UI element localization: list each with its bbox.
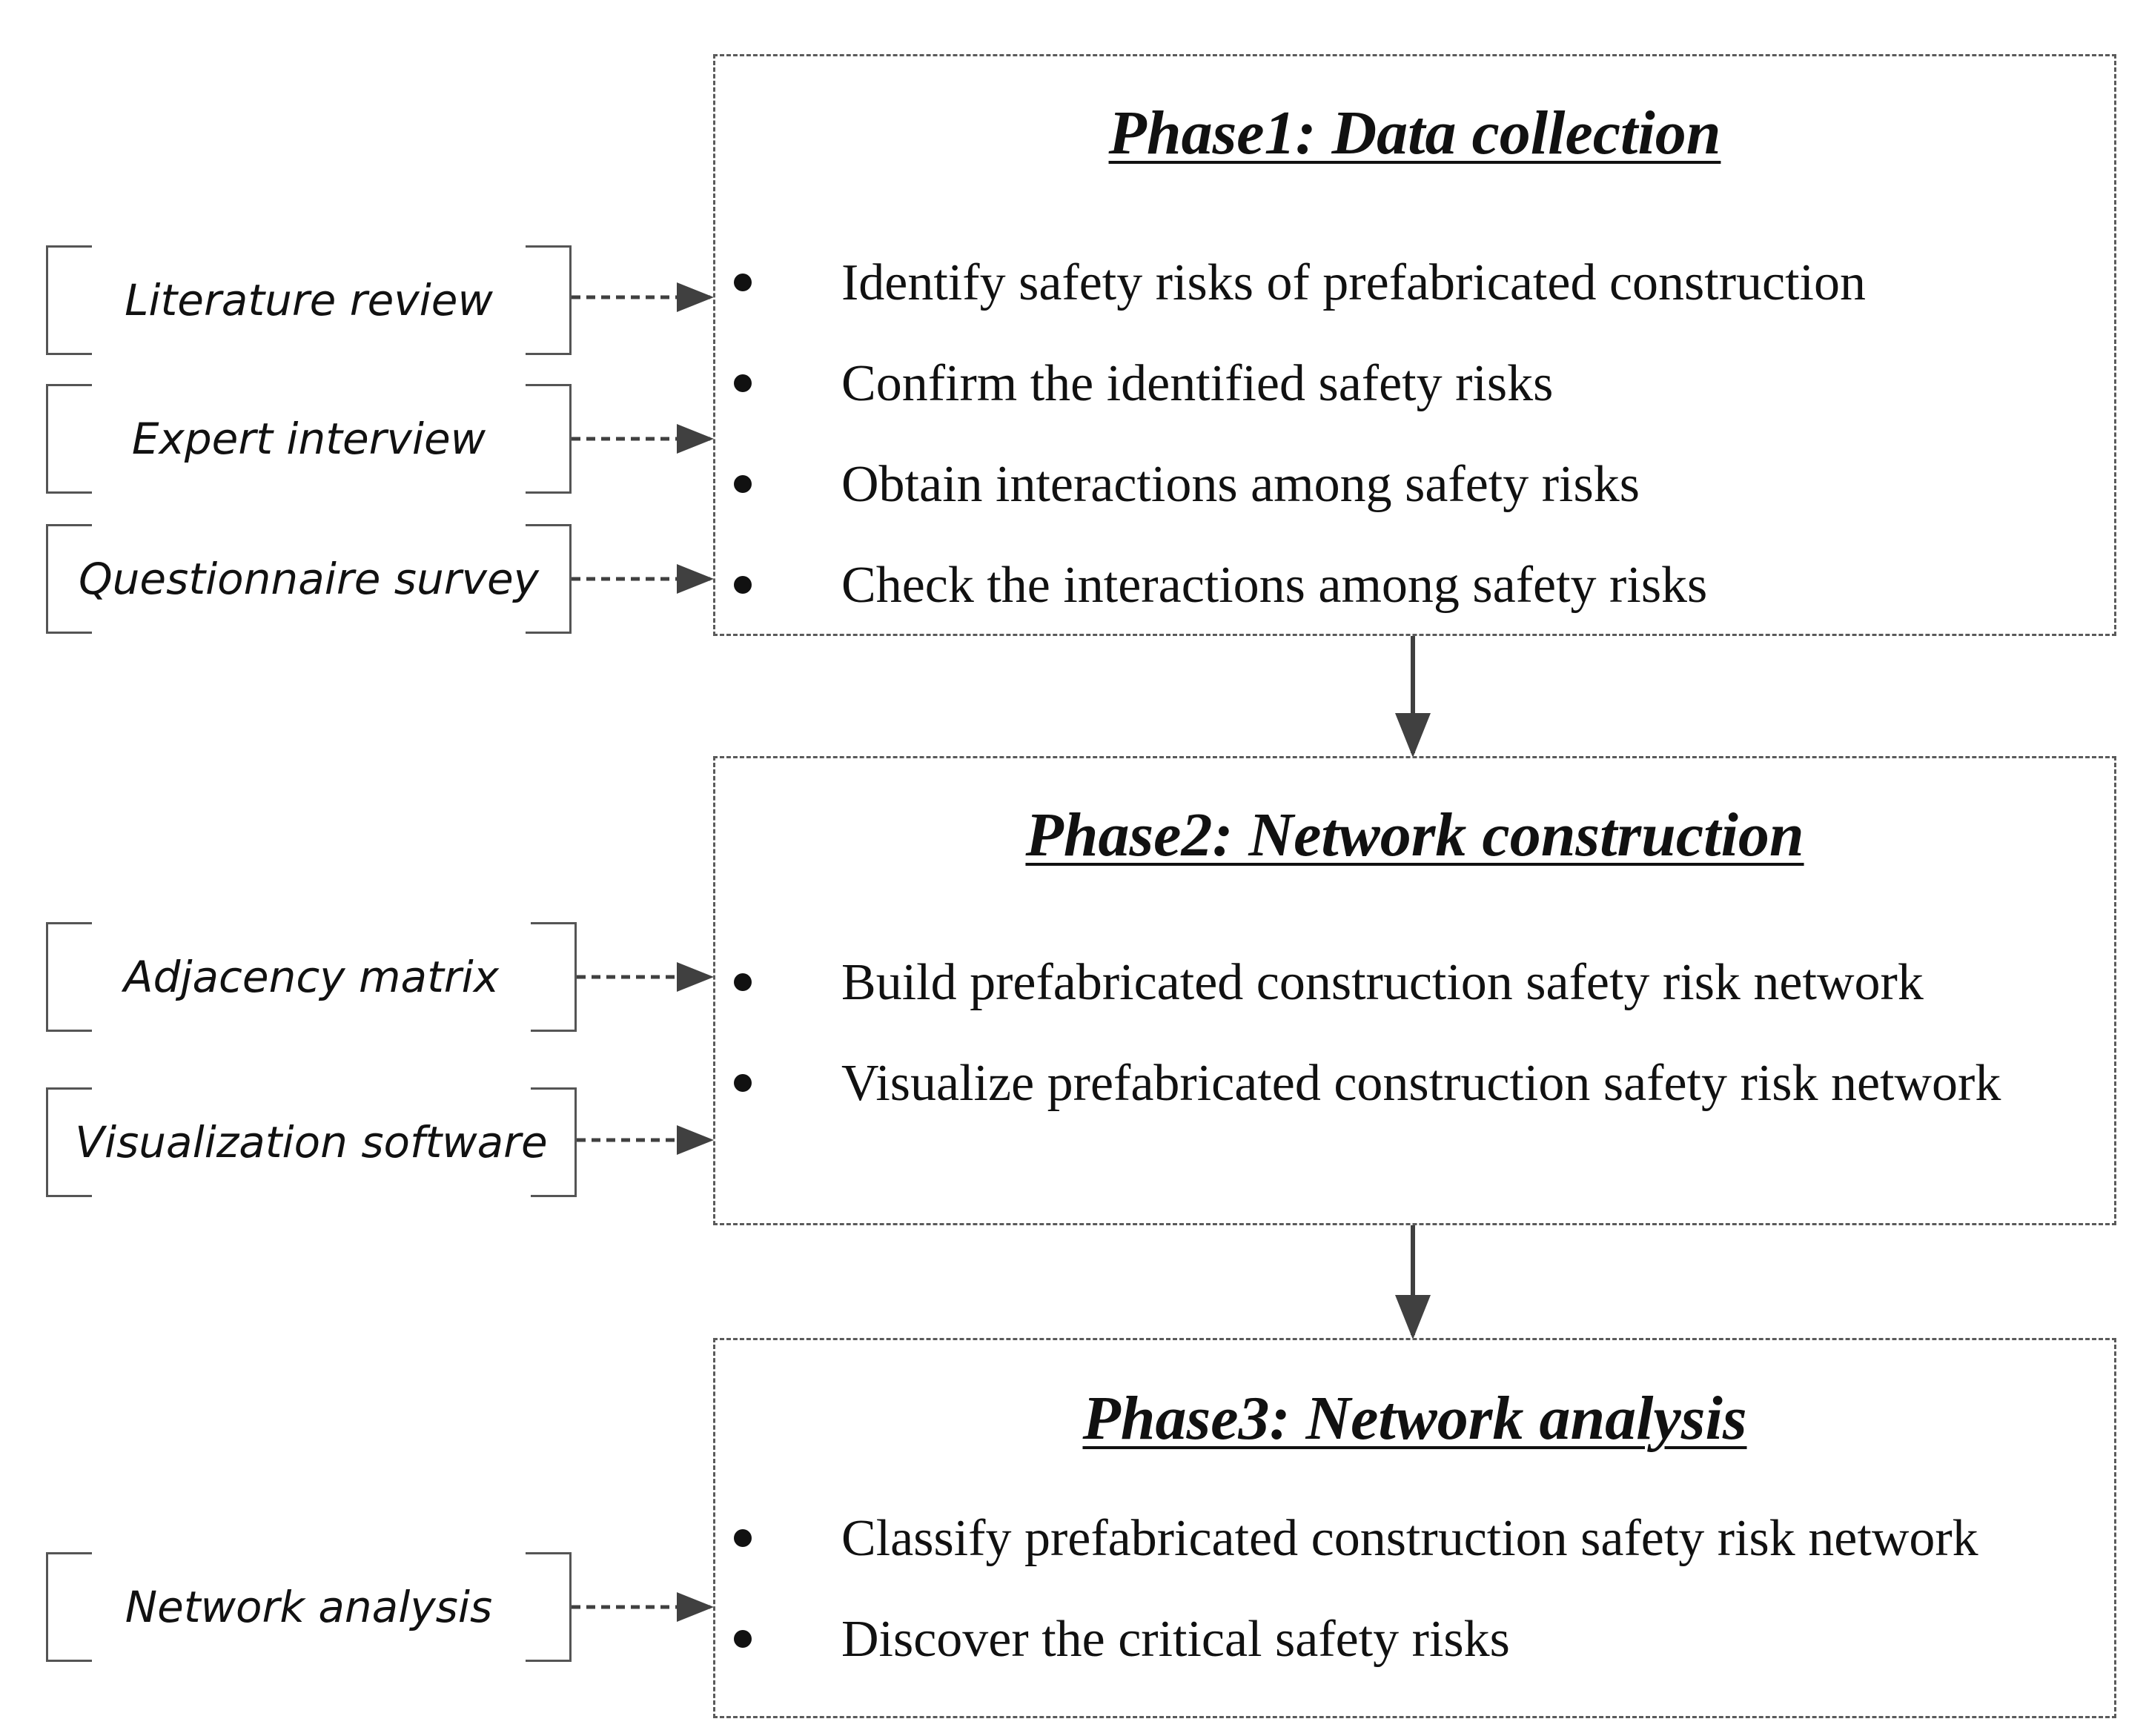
list-item-text: Confirm the identified safety risks — [841, 355, 1554, 412]
bullet-icon — [734, 576, 752, 594]
method-expert-interview: Expert interview — [46, 384, 572, 494]
list-item-text: Check the interactions among safety risk… — [841, 557, 1708, 614]
bracket-left — [46, 922, 92, 1032]
list-item-text: Identify safety risks of prefabricated c… — [841, 254, 1866, 311]
bullet-icon — [734, 1630, 752, 1648]
bullet-icon — [734, 274, 752, 291]
bracket-left — [46, 245, 92, 355]
phase1-title: Phase1: Data collection — [1108, 99, 1721, 168]
method-label: Visualization software — [75, 1117, 548, 1167]
method-network-analysis: Network analysis — [46, 1552, 572, 1662]
method-visualization-software: Visualization software — [46, 1087, 577, 1197]
method-adjacency-matrix: Adjacency matrix — [46, 922, 577, 1032]
bracket-left — [46, 1087, 92, 1197]
bracket-left — [46, 384, 92, 494]
bracket-right — [526, 245, 572, 355]
bracket-left — [46, 524, 92, 634]
bracket-right — [531, 922, 577, 1032]
method-label: Questionnaire survey — [79, 554, 539, 604]
bracket-right — [531, 1087, 577, 1197]
phase2-box: Phase2: Network construction Build prefa… — [713, 756, 2116, 1225]
method-label: Expert interview — [131, 414, 486, 464]
method-label: Literature review — [125, 275, 493, 325]
bullet-icon — [734, 973, 752, 991]
phase3-box: Phase3: Network analysis Classify prefab… — [713, 1338, 2116, 1718]
bullet-icon — [734, 1529, 752, 1547]
bullet-icon — [734, 374, 752, 392]
bracket-right — [526, 1552, 572, 1662]
bullet-icon — [734, 475, 752, 493]
bracket-right — [526, 524, 572, 634]
list-item-text: Obtain interactions among safety risks — [841, 456, 1640, 513]
method-questionnaire-survey: Questionnaire survey — [46, 524, 572, 634]
phase1-box: Phase1: Data collection Identify safety … — [713, 54, 2116, 636]
phase3-title: Phase3: Network analysis — [1082, 1384, 1747, 1453]
list-item-text: Build prefabricated construction safety … — [841, 954, 1924, 1011]
method-literature-review: Literature review — [46, 245, 572, 355]
bracket-right — [526, 384, 572, 494]
bullet-icon — [734, 1074, 752, 1092]
bracket-left — [46, 1552, 92, 1662]
list-item-text: Classify prefabricated construction safe… — [841, 1510, 1978, 1567]
method-label: Adjacency matrix — [123, 952, 500, 1002]
phase2-title: Phase2: Network construction — [1025, 801, 1804, 869]
list-item-text: Visualize prefabricated construction saf… — [841, 1055, 2001, 1112]
list-item-text: Discover the critical safety risks — [841, 1611, 1510, 1668]
method-label: Network analysis — [125, 1582, 493, 1632]
